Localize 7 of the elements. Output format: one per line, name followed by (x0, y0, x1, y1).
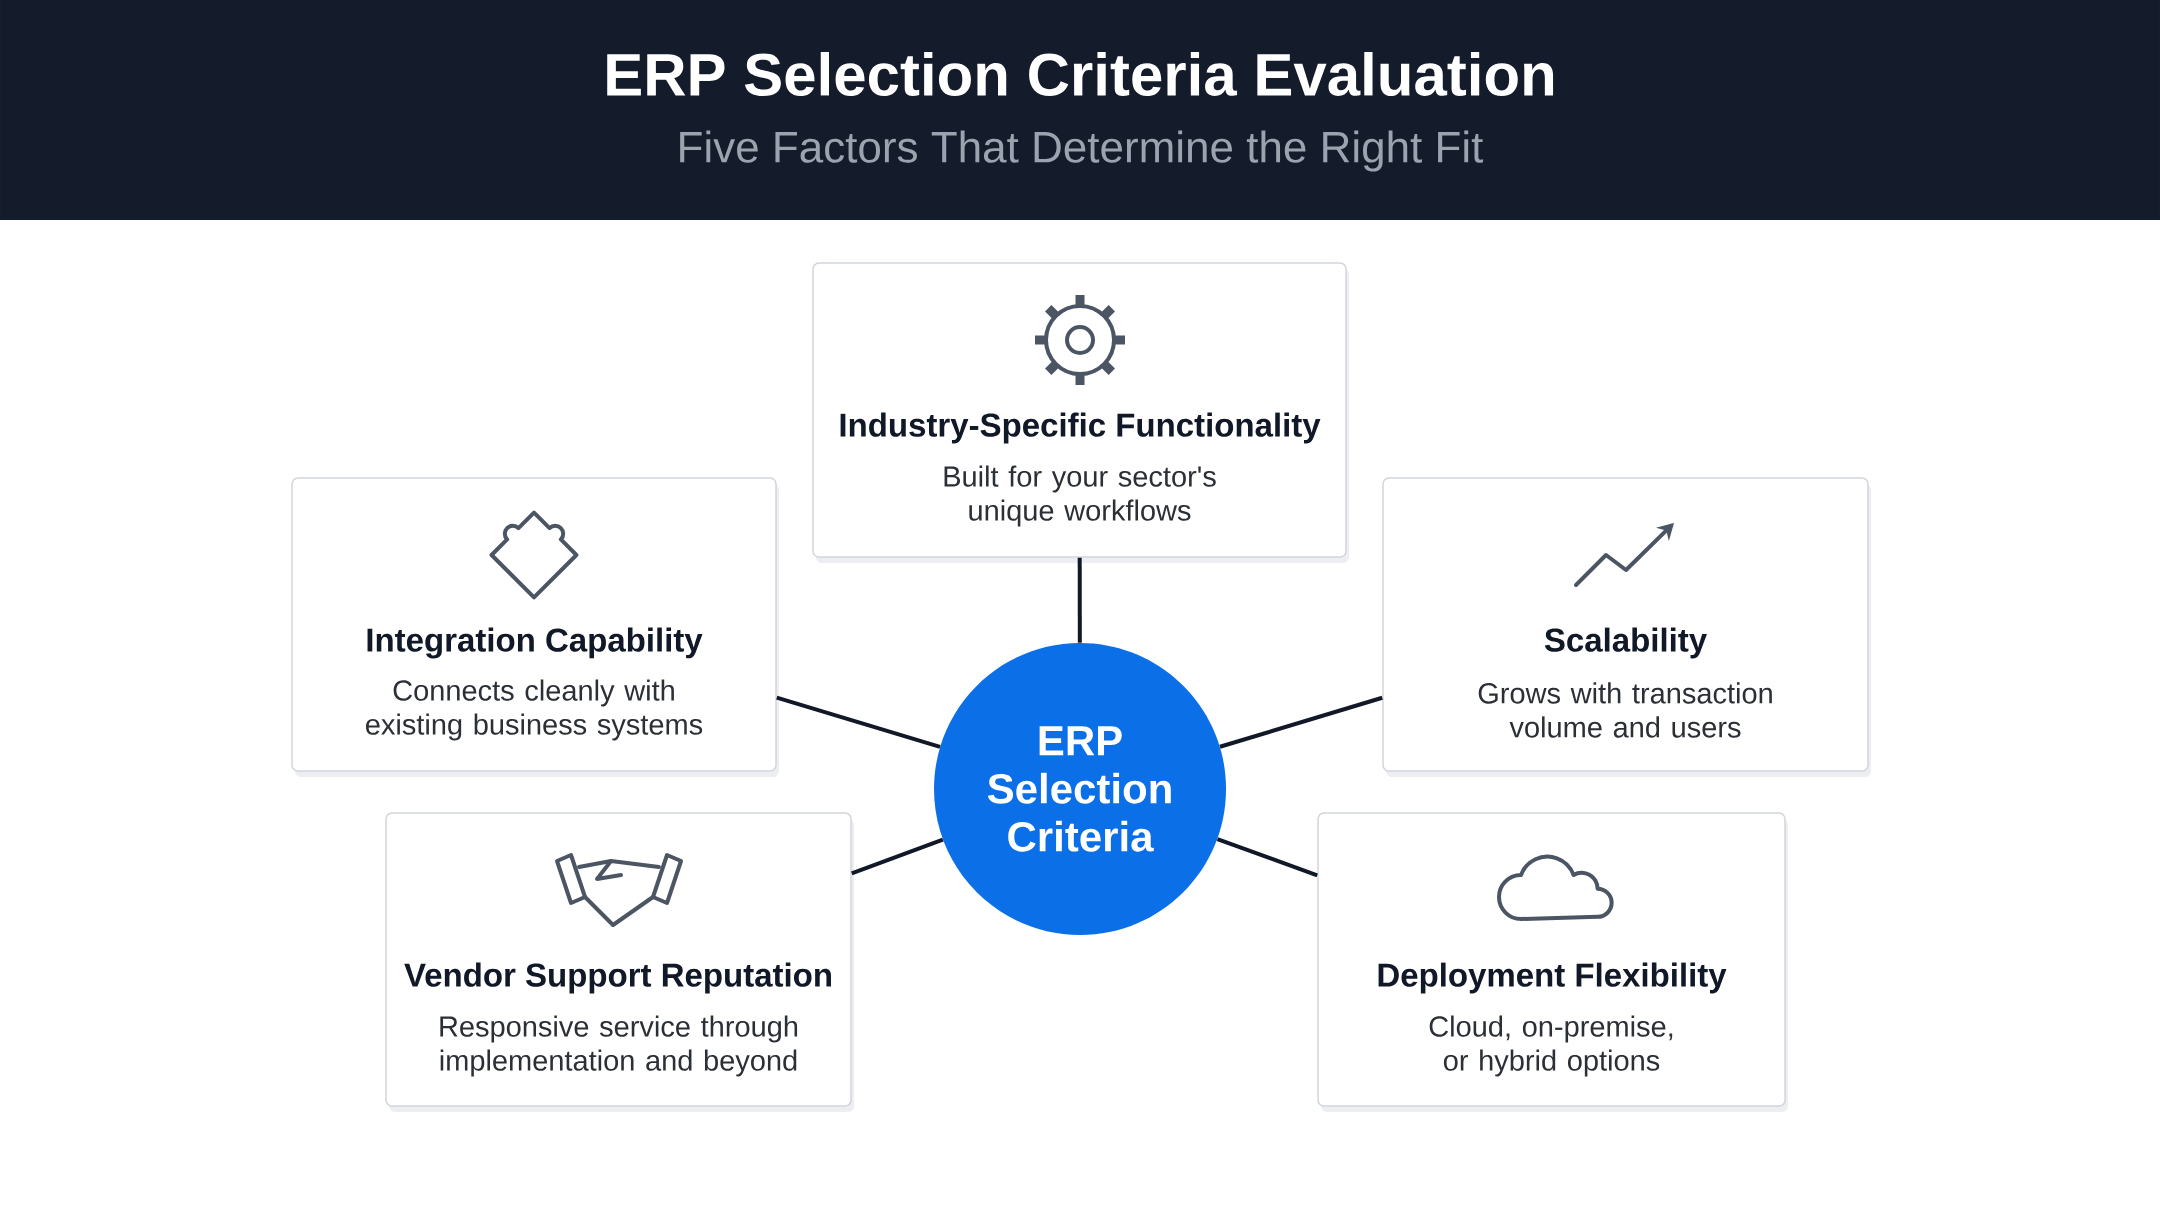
connector-line (1216, 837, 1318, 878)
connector-line (851, 837, 944, 876)
connector-line (1077, 557, 1082, 643)
connector-line (776, 695, 941, 749)
connector-line (1219, 695, 1383, 749)
title: ERP Selection Criteria Evaluation (607, 51, 1554, 96)
subtitle: Five Factors That Determine the Right Fit (680, 130, 1484, 172)
